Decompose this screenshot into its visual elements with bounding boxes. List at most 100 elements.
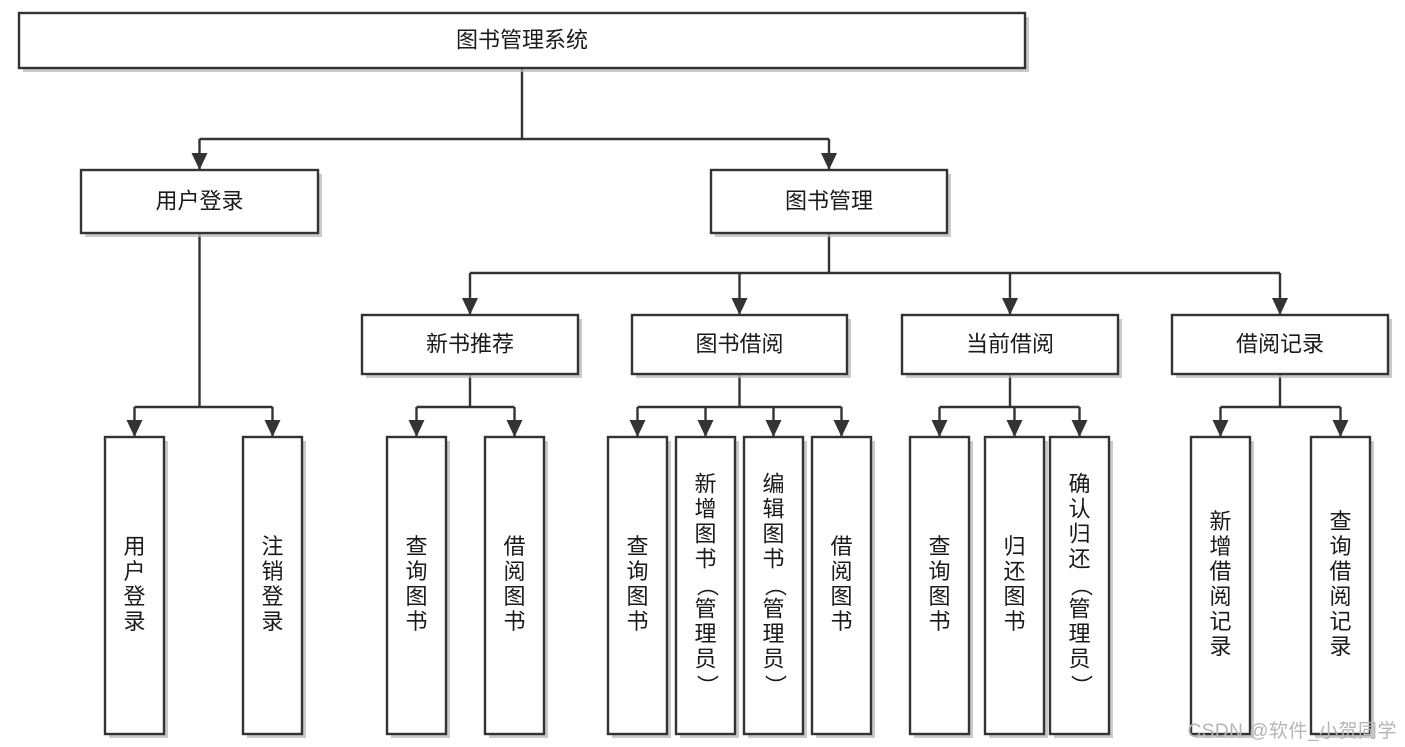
node-label-char: 录 [123,609,145,634]
node-label-char: 户 [123,559,145,584]
node-label-char: 图 [626,584,648,609]
node-label-char: 图 [830,584,852,609]
node-label-char: 录 [1329,634,1351,659]
node-label-char: 员 [694,646,716,671]
node-label-char: （ [1069,574,1094,596]
node-borrow-record[interactable]: 借阅记录 [1170,313,1392,378]
node-label-char: 询 [405,559,427,584]
node-label-char: 查 [405,534,427,559]
node-label-char: 编 [762,471,784,496]
node-label-char: 录 [261,609,283,634]
node-label-char: 增 [1209,534,1231,559]
node-label-char: 阅 [1329,584,1351,609]
node-label-char: 新 [694,471,716,496]
node-label-char: ） [695,674,720,696]
arrow-head-icon [731,298,748,315]
node-label: 图书管理系统 [456,27,588,52]
node-label-char: 理 [1068,621,1090,646]
arrow-head-icon [833,420,850,437]
node-label: 图书借阅 [695,331,783,356]
box-outline [630,313,849,376]
node-label-char: 书 [503,609,525,634]
node-label-char: 询 [626,559,648,584]
node-label-char: 归 [1068,521,1090,546]
connectors-layer [126,68,1349,437]
node-label: 新书推荐 [426,331,514,356]
box-outline [483,435,546,736]
box-outline [674,435,737,736]
node-label-char: 增 [694,496,716,521]
node-label-char: 注 [261,534,283,559]
node-label: 图书管理 [785,188,873,213]
node-label-char: 书 [830,609,852,634]
node-label-char: 记 [1209,609,1231,634]
node-label-char: 借 [1329,559,1351,584]
arrow-head-icon [1332,420,1349,437]
box-outline [241,435,304,736]
node-label-char: 录 [1209,634,1231,659]
node-label-char: 管 [762,596,784,621]
node-label-char: （ [763,574,788,596]
node-label-char: 阅 [830,559,852,584]
node-label-char: ） [1069,674,1094,696]
arrow-head-icon [821,153,837,170]
arrow-head-icon [126,420,143,437]
node-label-char: 员 [762,646,784,671]
node-label-char: 归 [1003,534,1025,559]
box-outline [385,435,448,736]
box-outline [983,435,1046,736]
node-leaf-user-login[interactable]: 用户登录 [103,435,168,738]
node-label-char: 销 [261,559,283,584]
node-label-char: 图 [928,584,950,609]
node-label-char: 书 [1003,609,1025,634]
arrow-head-icon [506,420,523,437]
node-label-char: 还 [1068,546,1090,571]
node-label-char: 员 [1068,646,1090,671]
node-label-char: 用 [123,534,145,559]
node-label-char: 借 [1209,559,1231,584]
arrow-head-icon [1002,298,1018,315]
arrow-head-icon [462,298,478,315]
box-outline [742,435,805,736]
arrow-head-icon [1006,420,1023,437]
arrow-head-icon [1212,420,1229,437]
node-root-system[interactable]: 图书管理系统 [17,11,1029,72]
node-label-char: 阅 [503,559,525,584]
node-label-char: 图 [1003,584,1025,609]
node-book-borrow[interactable]: 图书借阅 [630,313,851,378]
node-label-char: 书 [694,546,716,571]
node-new-book-rec[interactable]: 新书推荐 [360,313,582,378]
box-outline [900,313,1120,376]
node-label-char: 书 [626,609,648,634]
arrow-head-icon [931,420,948,437]
box-outline [1170,313,1390,376]
node-label-char: 书 [405,609,427,634]
node-label-char: 还 [1003,559,1025,584]
node-label-char: 记 [1329,609,1351,634]
box-outline [17,11,1027,70]
node-current-borrow[interactable]: 当前借阅 [900,313,1122,378]
node-label-char: 管 [1068,596,1090,621]
arrow-head-icon [264,420,281,437]
node-label: 当前借阅 [966,331,1054,356]
node-book-manage[interactable]: 图书管理 [709,168,951,237]
node-label-char: 登 [261,584,283,609]
arrow-head-icon [697,420,714,437]
node-label-char: 理 [762,621,784,646]
node-label-char: 查 [626,534,648,559]
box-outline [1309,435,1372,736]
node-user-login[interactable]: 用户登录 [79,168,322,237]
